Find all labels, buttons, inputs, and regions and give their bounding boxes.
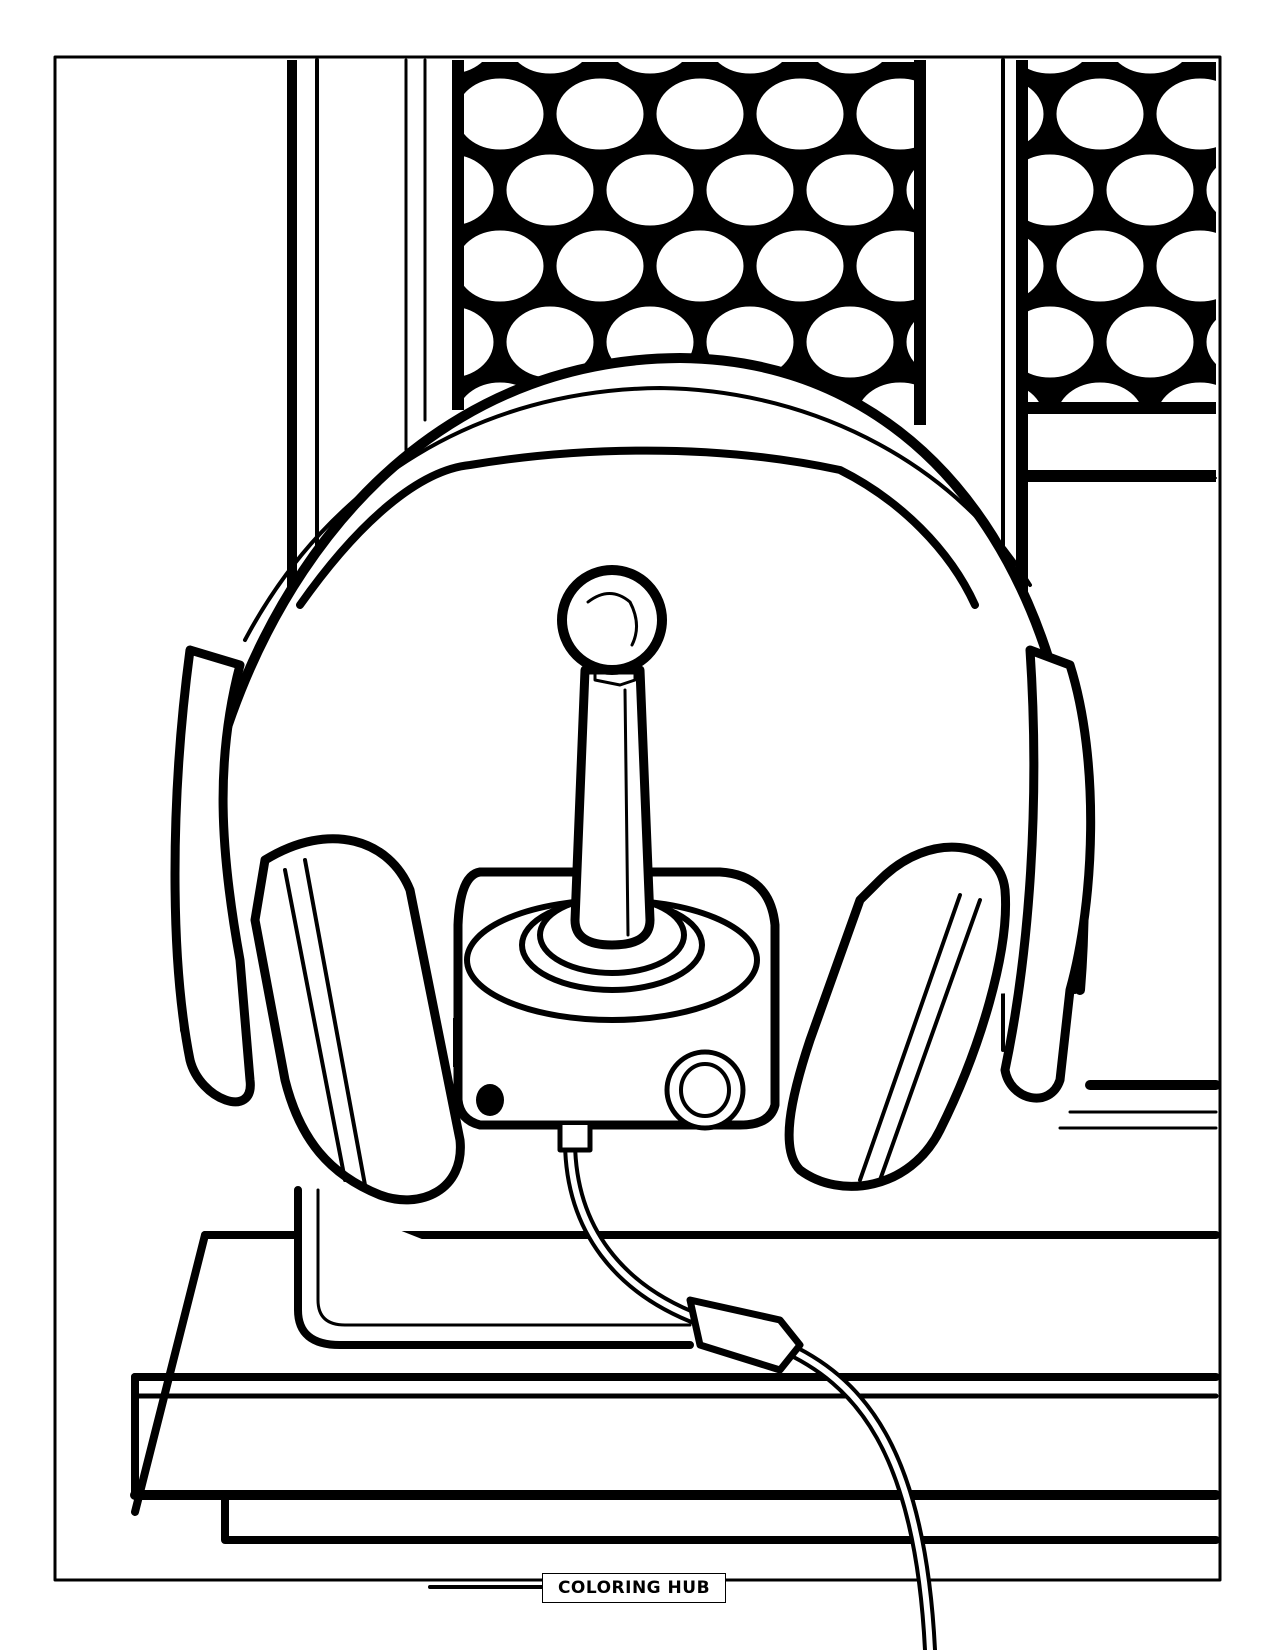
circle-lattice-pattern-left (464, 62, 914, 407)
joystick-shaft (570, 665, 655, 950)
right-ear-cup (784, 645, 1096, 1191)
stand-loop (294, 1186, 694, 1349)
cable (557, 1122, 937, 1650)
circle-lattice-pattern-right (1028, 62, 1216, 402)
left-ear-cup (170, 645, 465, 1205)
joystick-button (476, 1084, 504, 1116)
brand-label: COLORING HUB (557, 1578, 711, 1598)
coloring-hub-badge: COLORING HUB (542, 1573, 726, 1603)
joystick (453, 565, 780, 1131)
joystick-ball-top (557, 565, 667, 675)
